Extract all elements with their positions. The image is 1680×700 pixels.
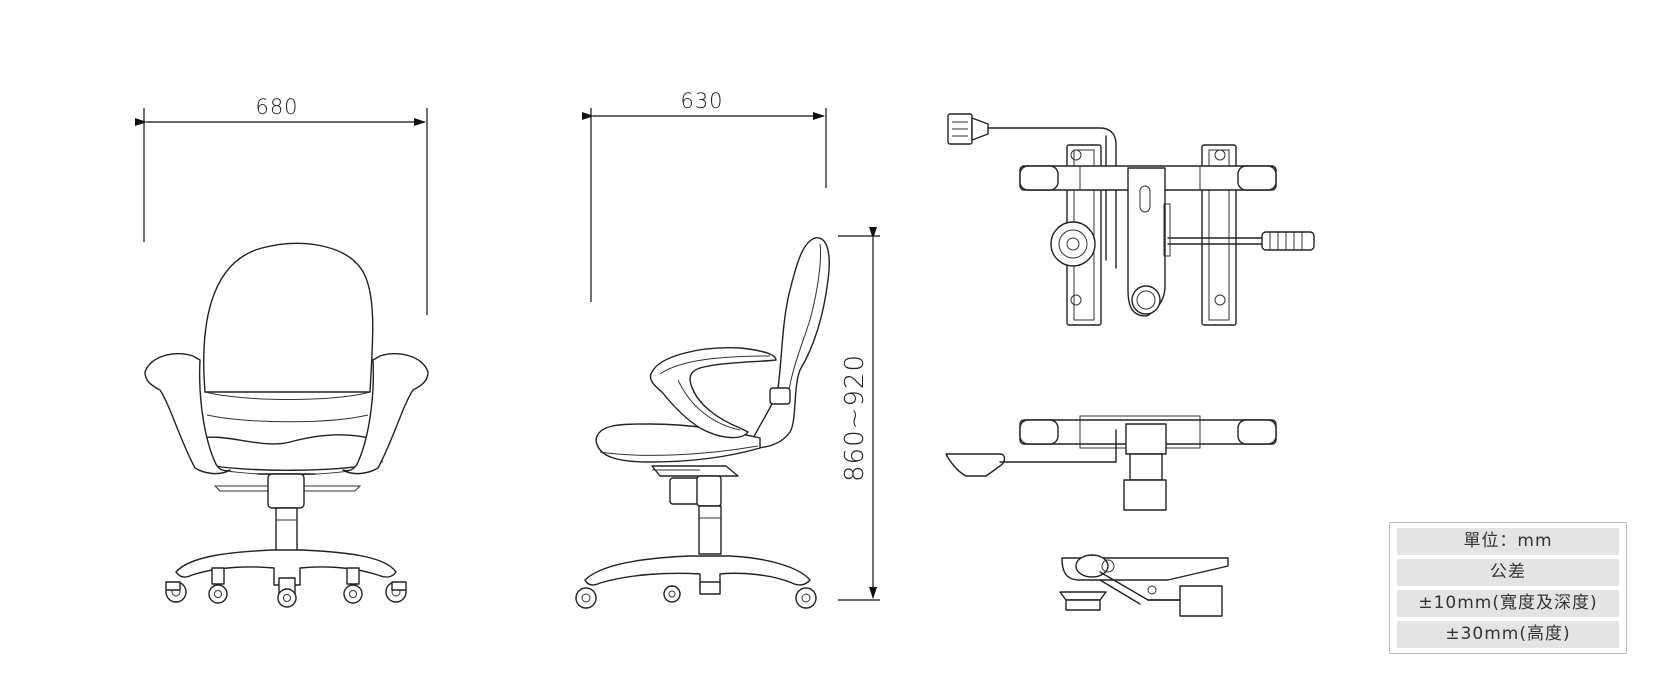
side-backrest [749, 237, 830, 449]
legend-tolerance-height: ±30mm(高度) [1397, 621, 1619, 648]
front-left-arm [144, 353, 231, 475]
front-right-arm [342, 353, 429, 475]
mechanism-front-view [945, 415, 1277, 511]
mechanism-side-view [1059, 554, 1229, 617]
front-view-chair [144, 242, 429, 608]
front-casters [165, 581, 407, 608]
mechanism-top-view [947, 113, 1315, 326]
side-view-chair [575, 237, 830, 609]
side-base [584, 555, 811, 589]
side-depth-label: 630 [680, 89, 723, 113]
side-armrest [649, 347, 777, 439]
front-base [175, 549, 397, 586]
side-view-dimension-depth: 630 [582, 89, 827, 302]
height-range-label: 860~920 [840, 354, 870, 482]
front-seat [191, 434, 383, 471]
front-backrest [203, 242, 374, 393]
legend-tolerance-width-depth: ±10mm(寬度及深度) [1397, 590, 1619, 617]
front-view-dimension: 680 [135, 95, 428, 315]
front-width-label: 680 [255, 95, 298, 119]
legend-unit: 單位：mm [1397, 528, 1619, 555]
legend-tolerance-title: 公差 [1397, 559, 1619, 586]
side-view-dimension-height: 860~920 [838, 227, 880, 601]
spec-legend: 單位：mm 公差 ±10mm(寬度及深度) ±30mm(高度) [1389, 522, 1627, 654]
